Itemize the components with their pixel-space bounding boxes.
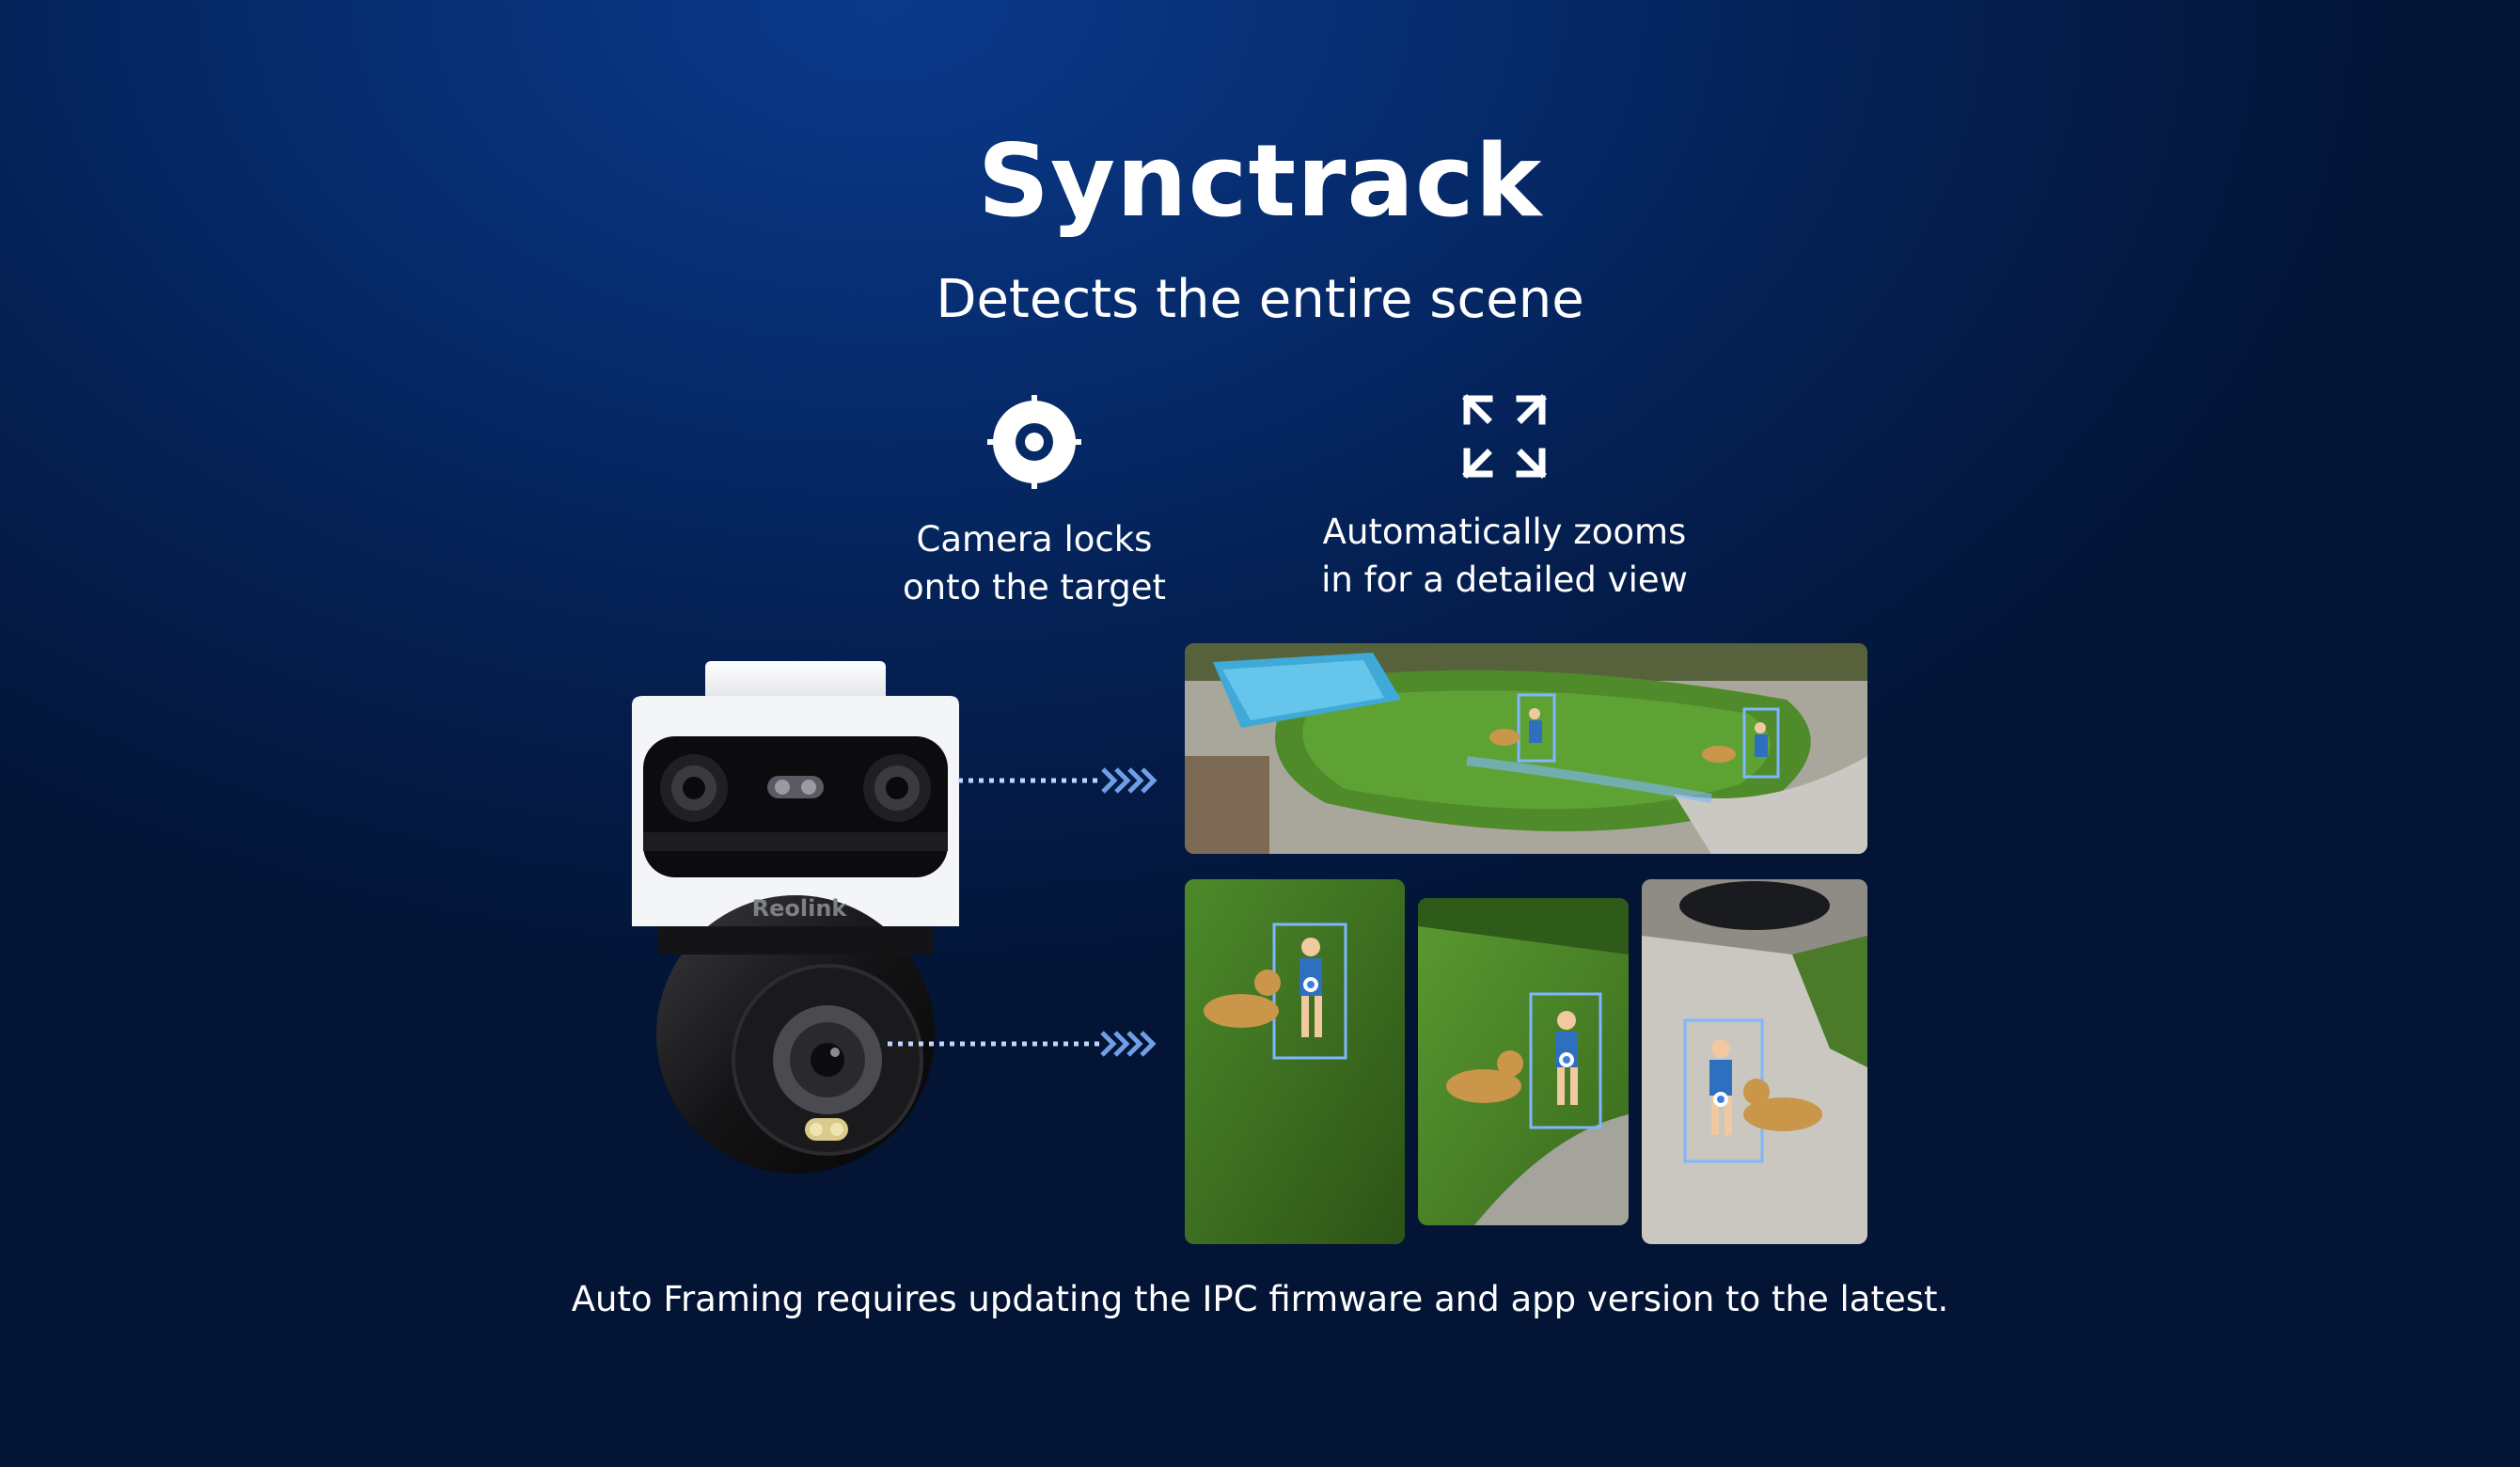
target-lock-icon (987, 395, 1081, 489)
lower-lens-connector-arrow (888, 1031, 1157, 1057)
wide-scene-photo (1185, 643, 1867, 854)
page-subtitle: Detects the entire scene (936, 269, 1584, 330)
feature-target-lock-line1: Camera locks (916, 519, 1153, 560)
zoom-photo-3 (1642, 879, 1867, 1244)
expand-zoom-icon (1462, 394, 1547, 479)
footnote: Auto Framing requires updating the IPC f… (571, 1279, 1949, 1319)
feature-auto-zoom-line1: Automatically zooms (1322, 512, 1687, 552)
zoom-photo-2 (1418, 898, 1629, 1225)
upper-lens-connector-arrow (958, 767, 1158, 794)
camera-brand-label: Reolink (751, 895, 847, 922)
feature-auto-zoom-line2: in for a detailed view (1321, 560, 1688, 600)
feature-auto-zoom: Automatically zooms in for a detailed vi… (1298, 393, 1711, 604)
feature-target-lock-line2: onto the target (903, 567, 1166, 607)
camera-illustration (632, 661, 959, 1174)
feature-target-lock: Camera locks onto the target (865, 395, 1204, 611)
zoom-photo-1 (1185, 879, 1405, 1244)
page-title: Synctrack (977, 123, 1543, 239)
